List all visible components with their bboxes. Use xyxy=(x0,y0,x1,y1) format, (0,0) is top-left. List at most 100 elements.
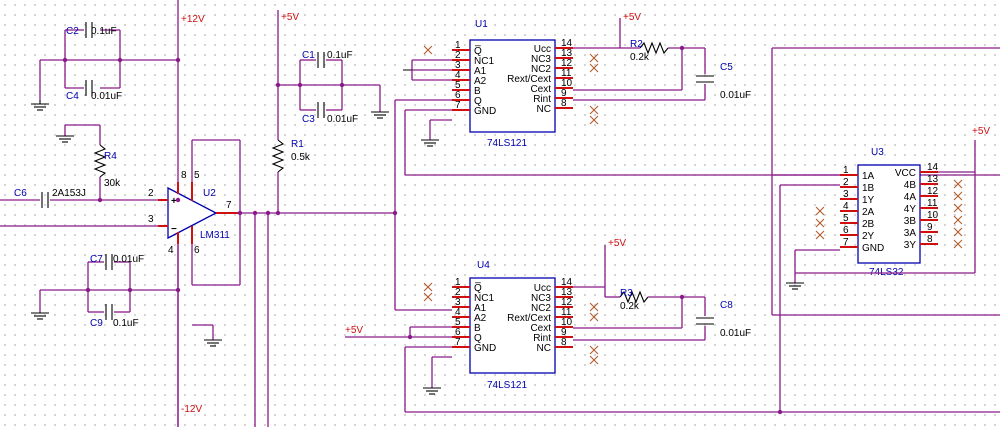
r2-value: 0.2k xyxy=(630,52,650,63)
u4-pin-number: 14 xyxy=(561,277,573,288)
no-connect-x xyxy=(815,218,825,228)
u3-pin-11: 11 4Y xyxy=(904,198,938,215)
u3-pin-name: 4Y xyxy=(904,204,917,215)
supply-5v-label-5: +5V xyxy=(972,126,990,137)
u4-pin-number: 1 xyxy=(455,277,461,288)
r3-ref: R3 xyxy=(620,288,633,299)
no-connect-x xyxy=(589,63,599,73)
c3-ref: C3 xyxy=(302,114,315,125)
u4-pin-number: 2 xyxy=(455,287,461,298)
no-connect-x xyxy=(953,215,963,225)
u1-pin-number: 3 xyxy=(455,60,461,71)
u1-pin-name: Q xyxy=(474,96,482,107)
u1-pin-5: 5B xyxy=(452,80,481,97)
no-connect-x xyxy=(423,282,433,292)
u1-pin-8: 8NC xyxy=(537,98,573,115)
u3-pin-number: 1 xyxy=(843,165,849,176)
u3-pin-number: 14 xyxy=(927,162,939,173)
u3-pin-name: 1A xyxy=(862,171,875,182)
u3-pin-3: 31Y xyxy=(840,189,875,206)
r4-ref: R4 xyxy=(104,151,117,162)
u1-ref: U1 xyxy=(475,19,488,30)
u1-pin-number: 9 xyxy=(561,88,567,99)
c1-c3-decoupling: C1 0.1uF C3 0.01uF xyxy=(275,50,389,125)
u4-part: 74LS121 xyxy=(487,380,527,391)
u4-pin-number: 7 xyxy=(455,337,461,348)
ground-symbol xyxy=(31,100,49,111)
c7-c9-decoupling: C7 0.01uF C9 0.1uF xyxy=(31,254,181,329)
u3-pin-number: 13 xyxy=(927,174,939,185)
c3-value: 0.01uF xyxy=(327,114,358,125)
u3-pin-12: 12 4A xyxy=(904,186,939,203)
c7-ref: C7 xyxy=(90,254,103,265)
supply-pos12-label: +12V xyxy=(181,14,205,25)
u4-pin-1: 1Q̅ xyxy=(452,277,482,294)
c7-value: 0.01uF xyxy=(113,254,144,265)
c1-ref: C1 xyxy=(302,50,315,61)
no-connect-x xyxy=(953,227,963,237)
u3-pin-name: 3Y xyxy=(904,240,917,251)
u3-pin-8: 83Y xyxy=(904,234,938,251)
u1-pin-6: 6Q xyxy=(452,90,482,107)
u3-pin-number: 5 xyxy=(843,213,849,224)
u1-pin-4: 4A2 xyxy=(452,70,487,87)
u3-pin-name: 4A xyxy=(904,192,917,203)
no-connect-x xyxy=(815,230,825,240)
no-connect-x xyxy=(589,53,599,63)
u4-pin-name: Q xyxy=(474,333,482,344)
u2-pin5: 5 xyxy=(194,170,200,181)
u3-pin-number: 11 xyxy=(927,198,938,209)
c6-ref: C6 xyxy=(14,188,27,199)
u3-pin-number: 12 xyxy=(927,186,939,197)
u3-pin-name: 2A xyxy=(862,207,875,218)
c4-value: 0.01uF xyxy=(91,91,122,102)
u1-pin-number: 5 xyxy=(455,80,461,91)
u4-pin-number: 8 xyxy=(561,337,567,348)
c6-input: C6 2A153J xyxy=(0,188,168,227)
no-connect-x xyxy=(589,115,599,125)
u1-pin-number: 6 xyxy=(455,90,461,101)
u4-pin-name: Cext xyxy=(530,323,551,334)
u2-pin3: 3 xyxy=(148,214,154,225)
u3-pin-9: 93A xyxy=(904,222,938,239)
u4-pin-8: 8NC xyxy=(537,337,573,354)
r1-ref: R1 xyxy=(291,139,304,150)
r2-ref: R2 xyxy=(630,39,643,50)
r4-bias: R4 30k xyxy=(56,124,121,203)
u4-pin-number: 11 xyxy=(561,307,572,318)
no-connect-markers xyxy=(423,45,963,365)
u4-pin-number: 12 xyxy=(561,297,573,308)
u2-pin2: 2 xyxy=(148,188,154,199)
no-connect-x xyxy=(815,206,825,216)
c8-ref: C8 xyxy=(720,300,733,311)
u3-pin-name: 3A xyxy=(904,228,917,239)
u4-pin-4: 4A2 xyxy=(452,307,487,324)
u3-pin-number: 10 xyxy=(927,210,939,221)
u1-pin-name: Q̅ xyxy=(474,45,482,57)
u4-pin-name: Ucc xyxy=(534,283,551,294)
no-connect-x xyxy=(423,45,433,55)
c9-value: 0.1uF xyxy=(113,318,139,329)
u4-pin-name: NC1 xyxy=(474,293,494,304)
no-connect-x xyxy=(589,355,599,365)
u2-ref: U2 xyxy=(203,188,216,199)
supply-5v-label-4: +5V xyxy=(608,238,626,249)
u4-pin-number: 6 xyxy=(455,327,461,338)
u3-pin-name: GND xyxy=(862,243,884,254)
u3-pin-name: 1B xyxy=(862,183,875,194)
u3-pin-number: 6 xyxy=(843,225,849,236)
